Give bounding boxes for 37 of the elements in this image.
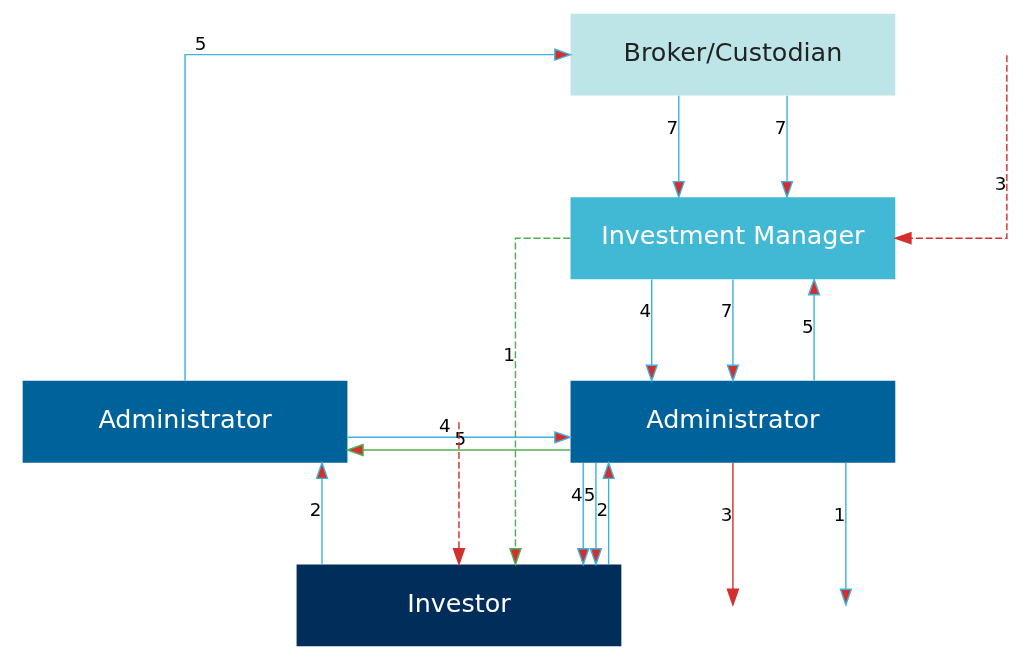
- node-box: Investor: [296, 564, 622, 647]
- edge-label: 4: [571, 483, 583, 505]
- arrow: [184, 48, 573, 382]
- arrow: [345, 443, 572, 457]
- edge-label: 7: [774, 116, 787, 138]
- arrow: [576, 462, 590, 567]
- arrow: [602, 460, 616, 565]
- arrow: [726, 462, 740, 607]
- edge-label: 1: [503, 343, 515, 365]
- edge-label: 7: [666, 116, 679, 138]
- node-box: Administrator: [22, 380, 348, 463]
- edge-label: 5: [194, 32, 207, 54]
- arrow: [839, 462, 853, 607]
- arrow: [509, 237, 572, 567]
- edge-label: 3: [720, 504, 733, 526]
- edge-label: 5: [583, 483, 596, 505]
- edge-label: 4: [439, 415, 451, 437]
- arrow: [346, 430, 573, 444]
- node-box: Investment Manager: [570, 197, 896, 280]
- arrow: [452, 421, 466, 567]
- arrow: [645, 278, 659, 383]
- edge-label: 5: [801, 315, 814, 337]
- edge-label: 2: [309, 499, 322, 521]
- node-box: Broker/Custodian: [570, 13, 896, 96]
- edge-label: 2: [596, 499, 609, 521]
- arrow: [893, 54, 1008, 245]
- edge-label: 7: [720, 300, 733, 322]
- arrow: [807, 277, 821, 382]
- arrow: [780, 95, 794, 200]
- edge-label: 1: [833, 504, 846, 526]
- edge-label: 4: [639, 300, 652, 322]
- arrow: [726, 278, 740, 383]
- arrow: [672, 95, 686, 200]
- edge-label: 3: [994, 172, 1007, 194]
- node-box: Administrator: [570, 380, 896, 463]
- arrow: [589, 462, 603, 567]
- arrow: [315, 460, 329, 565]
